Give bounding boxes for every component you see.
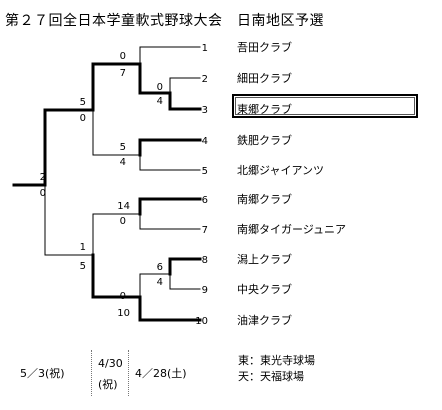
score: 0 bbox=[157, 82, 163, 93]
team-name: 鉄肥クラブ bbox=[237, 133, 292, 147]
score: 5 bbox=[80, 261, 86, 272]
score: 10 bbox=[117, 308, 130, 319]
date-round2: 4/30 bbox=[98, 357, 123, 370]
team-name: 油津クラブ bbox=[237, 313, 292, 327]
team-name: 南郷クラブ bbox=[237, 192, 292, 206]
score: 7 bbox=[120, 68, 126, 79]
team-number: 5 bbox=[202, 166, 208, 177]
score: 0 bbox=[120, 51, 126, 62]
date-round1: 4／28(土) bbox=[135, 367, 187, 380]
score: 4 bbox=[157, 96, 163, 107]
team-name: 細田クラブ bbox=[237, 71, 292, 85]
score: 1 bbox=[80, 242, 86, 253]
team-number: 2 bbox=[202, 74, 208, 85]
score: 4 bbox=[157, 277, 163, 288]
score: 0 bbox=[80, 113, 86, 124]
score: 14 bbox=[117, 201, 130, 212]
score: 0 bbox=[40, 188, 46, 199]
date-semifinal: 5／3(祝) bbox=[20, 367, 65, 380]
score: 5 bbox=[80, 97, 86, 108]
team-number: 7 bbox=[202, 225, 208, 236]
score: 0 bbox=[120, 291, 126, 302]
highlight-box bbox=[232, 94, 418, 118]
score: 5 bbox=[120, 142, 126, 153]
score: 0 bbox=[120, 216, 126, 227]
team-name: 北郷ジャイアンツ bbox=[237, 163, 324, 177]
venue-east: 東：東光寺球場 bbox=[238, 354, 315, 367]
date-round2-holiday: (祝) bbox=[98, 378, 118, 391]
team-number: 9 bbox=[202, 285, 208, 296]
team-name: 南郷タイガージュニア bbox=[237, 222, 346, 236]
score: 2 bbox=[40, 172, 46, 183]
team-name: 中央クラブ bbox=[237, 282, 292, 296]
date-separator bbox=[91, 350, 92, 396]
team-number: 4 bbox=[202, 136, 208, 147]
score: 4 bbox=[120, 157, 126, 168]
team-name: 吾田クラブ bbox=[237, 40, 292, 54]
team-number: 1 bbox=[202, 43, 208, 54]
venue-ten: 天：天福球場 bbox=[238, 370, 304, 383]
team-name: 東郷クラブ bbox=[237, 102, 292, 116]
team-number: 3 bbox=[202, 105, 208, 116]
team-number: 6 bbox=[202, 195, 208, 206]
team-name: 潟上クラブ bbox=[237, 252, 292, 266]
team-number: 10 bbox=[195, 316, 208, 327]
team-number: 8 bbox=[202, 255, 208, 266]
date-separator bbox=[128, 350, 129, 396]
score: 6 bbox=[157, 262, 163, 273]
page-title: 第２７回全日本学童軟式野球大会 日南地区予選 bbox=[5, 13, 324, 29]
